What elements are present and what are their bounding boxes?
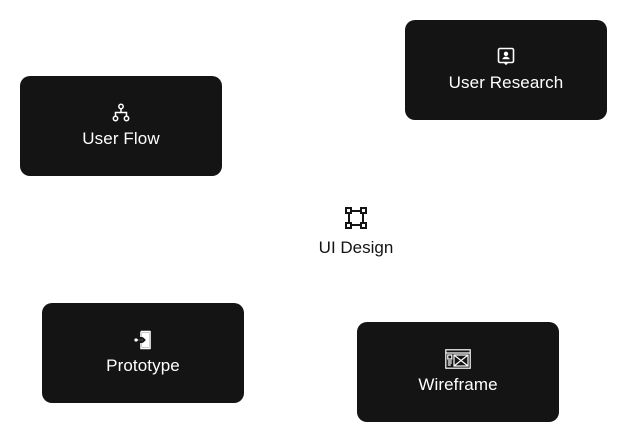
prototype-card[interactable]: Prototype <box>42 303 244 403</box>
user-research-card[interactable]: User Research <box>405 20 607 120</box>
enter-door-icon <box>133 330 153 350</box>
ui-design-label: UI Design <box>318 238 394 257</box>
user-research-label: User Research <box>448 73 564 92</box>
user-flow-label: User Flow <box>82 129 160 148</box>
user-badge-icon <box>496 47 516 67</box>
wireframe-window-icon <box>445 349 471 369</box>
wireframe-card[interactable]: Wireframe <box>357 322 559 422</box>
wireframe-label: Wireframe <box>418 375 498 394</box>
vector-square-icon <box>344 206 368 230</box>
ui-design-node[interactable]: UI Design <box>306 206 406 266</box>
prototype-label: Prototype <box>106 356 180 375</box>
sitemap-icon <box>111 103 131 123</box>
user-flow-card[interactable]: User Flow <box>20 76 222 176</box>
